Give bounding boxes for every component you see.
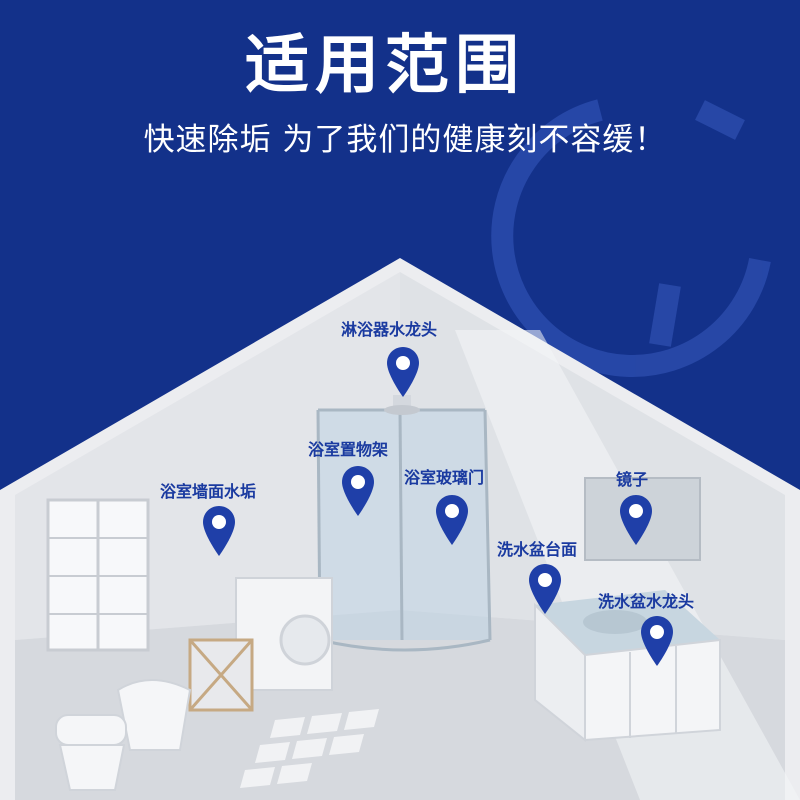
map-pin-icon: [203, 506, 235, 556]
map-pin-icon: [387, 347, 419, 397]
map-pin-icon: [436, 495, 468, 545]
map-pin-icon: [641, 616, 673, 666]
page-subtitle: 快速除垢 为了我们的健康刻不容缓！: [143, 122, 667, 158]
map-pin-icon: [529, 564, 561, 614]
floor-tiles: [240, 709, 379, 788]
location-label: 洗水盆台面: [497, 540, 578, 559]
vanity-cabinet: [534, 590, 721, 743]
page-title: 适用范围: [245, 29, 525, 103]
location-label: 镜子: [616, 470, 649, 489]
location-label: 洗水盆水龙头: [598, 592, 695, 611]
decorative-ring-icon: [491, 99, 771, 377]
laundry-rack: [188, 638, 254, 712]
location-label: 浴室玻璃门: [404, 468, 485, 487]
toilet: [55, 714, 127, 791]
map-pin-icon: [620, 495, 652, 545]
window: [46, 498, 150, 652]
bidet: [116, 679, 192, 751]
location-label: 浴室墙面水垢: [160, 482, 257, 501]
location-label: 淋浴器水龙头: [341, 320, 438, 339]
map-pin-icon: [342, 466, 374, 516]
location-label: 浴室置物架: [308, 440, 389, 459]
